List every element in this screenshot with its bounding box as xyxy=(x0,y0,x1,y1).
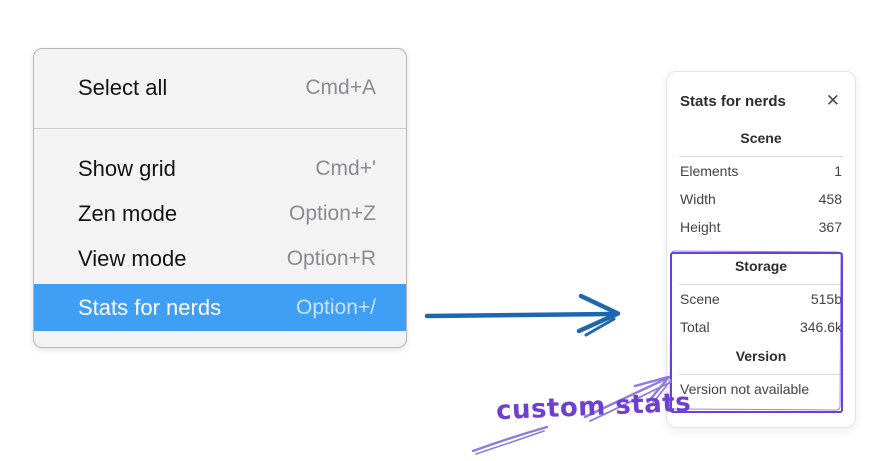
stats-panel-header: Stats for nerds ✕ xyxy=(667,72,855,113)
stats-panel: Stats for nerds ✕ Scene Elements 1 Width… xyxy=(666,71,856,428)
annotation-label: custom stats xyxy=(495,387,692,427)
menu-divider xyxy=(34,128,406,129)
stat-label: Total xyxy=(680,319,710,335)
section-divider xyxy=(679,284,843,285)
menu-item-shortcut: Option+R xyxy=(286,246,376,270)
context-menu: Select all Cmd+A Show grid Cmd+' Zen mod… xyxy=(33,48,407,348)
stat-value: 458 xyxy=(818,191,842,207)
menu-item-label: Select all xyxy=(78,75,168,100)
stats-panel-title: Stats for nerds xyxy=(680,92,786,110)
menu-item-label: View mode xyxy=(78,245,187,271)
close-icon[interactable]: ✕ xyxy=(825,90,840,111)
section-header-version: Version xyxy=(735,348,787,364)
menu-item-shortcut: Cmd+' xyxy=(315,156,376,180)
stat-row-total-storage: Total 346.6k xyxy=(667,313,855,341)
menu-item-label: Show grid xyxy=(78,155,176,181)
section-divider xyxy=(679,156,843,157)
stat-value: 367 xyxy=(818,219,842,235)
menu-item-shortcut: Option+Z xyxy=(289,201,376,225)
section-header-scene: Scene xyxy=(740,130,782,146)
section-header-storage: Storage xyxy=(734,258,788,274)
stat-value: 346.6k xyxy=(799,319,842,335)
stat-label: Scene xyxy=(680,291,720,307)
stat-label: Width xyxy=(680,191,716,207)
stat-value: 515b xyxy=(810,291,842,307)
stat-row-height: Height 367 xyxy=(667,213,855,241)
menu-item-shortcut: Option+/ xyxy=(296,295,376,319)
stat-row-width: Width 458 xyxy=(667,185,855,213)
menu-item-shortcut: Cmd+A xyxy=(305,76,376,99)
stat-row-scene-storage: Scene 515b xyxy=(667,285,855,313)
menu-item-label: Stats for nerds xyxy=(78,294,222,320)
menu-item-show-grid[interactable]: Show grid Cmd+' xyxy=(34,146,406,191)
menu-item-select-all[interactable]: Select all Cmd+A xyxy=(34,66,406,110)
menu-item-label: Zen mode xyxy=(78,200,178,226)
stat-row-elements: Elements 1 xyxy=(667,157,855,185)
menu-item-stats-for-nerds[interactable]: Stats for nerds Option+/ xyxy=(34,284,406,331)
menu-item-zen-mode[interactable]: Zen mode Option+Z xyxy=(34,191,406,236)
stat-label: Elements xyxy=(680,163,739,179)
version-note: Version not available xyxy=(680,381,810,397)
stat-label: Height xyxy=(680,219,721,235)
stat-value: 1 xyxy=(834,163,842,179)
menu-item-view-mode[interactable]: View mode Option+R xyxy=(34,236,406,281)
section-divider xyxy=(679,374,843,375)
